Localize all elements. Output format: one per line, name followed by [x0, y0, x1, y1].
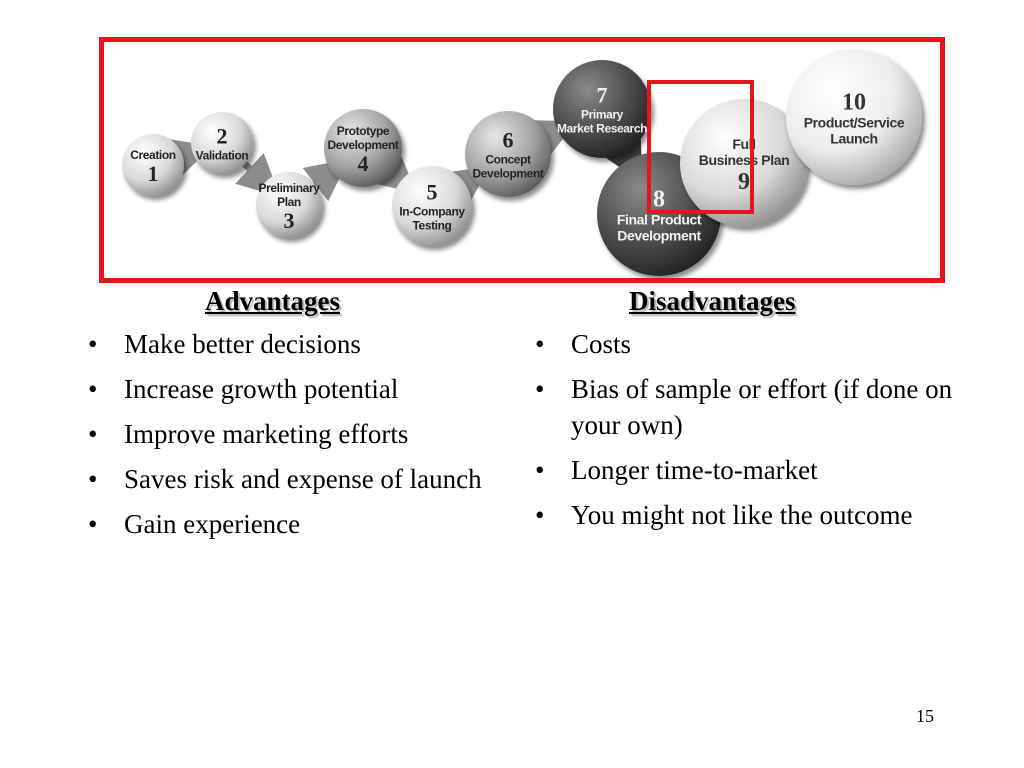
stage-label: Concept [485, 153, 531, 167]
stage-circle [324, 109, 402, 187]
stage-circle [465, 111, 551, 197]
stage-label: In-Company [399, 205, 465, 219]
stage-circle [191, 112, 253, 174]
stage-label: Preliminary [259, 181, 321, 195]
list-item: You might not like the outcome [525, 497, 955, 533]
stage-label: Creation [130, 148, 176, 162]
stage-label: Business Plan [699, 152, 790, 168]
stage-label: Development [617, 227, 701, 243]
stage-label: Primary [581, 108, 624, 122]
stage-label: Final Product [617, 211, 702, 227]
stage-label: Testing [413, 219, 452, 233]
list-item: Make better decisions [78, 326, 498, 362]
stage-number: 8 [653, 186, 665, 212]
stage-number: 4 [358, 151, 369, 176]
stage-label: Market Research [557, 122, 647, 136]
advantages-heading: Advantages [205, 286, 341, 316]
highlight-box-primary-market-research [647, 80, 754, 214]
stage-number: 6 [503, 128, 514, 153]
stage-label: Development [328, 138, 399, 152]
stage-number: 9 [738, 169, 750, 195]
stage-number: 3 [284, 208, 295, 233]
stage-label: Development [473, 167, 544, 181]
stage-label: Prototype [337, 124, 390, 138]
stage-label: Launch [830, 130, 877, 146]
stage-circle [392, 166, 472, 246]
advantages-column: Advantages Make better decisions Increas… [78, 284, 498, 551]
disadvantages-list: Costs Bias of sample or effort (if done … [525, 326, 955, 533]
stage-number: 7 [597, 83, 608, 108]
list-item: Costs [525, 326, 955, 362]
disadvantages-heading: Disadvantages [629, 286, 796, 316]
stage-circle [786, 49, 922, 185]
stage-circle [680, 99, 808, 227]
stage-number: 2 [217, 124, 228, 149]
disadvantages-column: Disadvantages Costs Bias of sample or ef… [525, 284, 955, 542]
stage-circle [553, 60, 651, 158]
list-item: Gain experience [78, 506, 498, 542]
stage-label: Plan [277, 195, 301, 209]
list-item: Improve marketing efforts [78, 416, 498, 452]
connector-arrow [235, 152, 281, 197]
list-item: Increase growth potential [78, 371, 498, 407]
stage-number: 10 [842, 89, 866, 115]
stage-label: Validation [196, 149, 249, 163]
advantages-list: Make better decisions Increase growth po… [78, 326, 498, 542]
process-diagram: Creation1Validation2PreliminaryPlan3Prot… [122, 49, 922, 276]
stage-circles: Creation1Validation2PreliminaryPlan3Prot… [122, 49, 922, 276]
stage-circle [122, 134, 184, 196]
stage-label: Product/Service [804, 114, 905, 130]
stage-number: 5 [427, 180, 438, 205]
list-item: Longer time-to-market [525, 452, 955, 488]
list-item: Bias of sample or effort (if done on you… [525, 371, 955, 443]
list-item: Saves risk and expense of launch [78, 461, 498, 497]
stage-circle [256, 172, 322, 238]
page-number: 15 [916, 706, 934, 726]
stage-number: 1 [148, 161, 159, 186]
